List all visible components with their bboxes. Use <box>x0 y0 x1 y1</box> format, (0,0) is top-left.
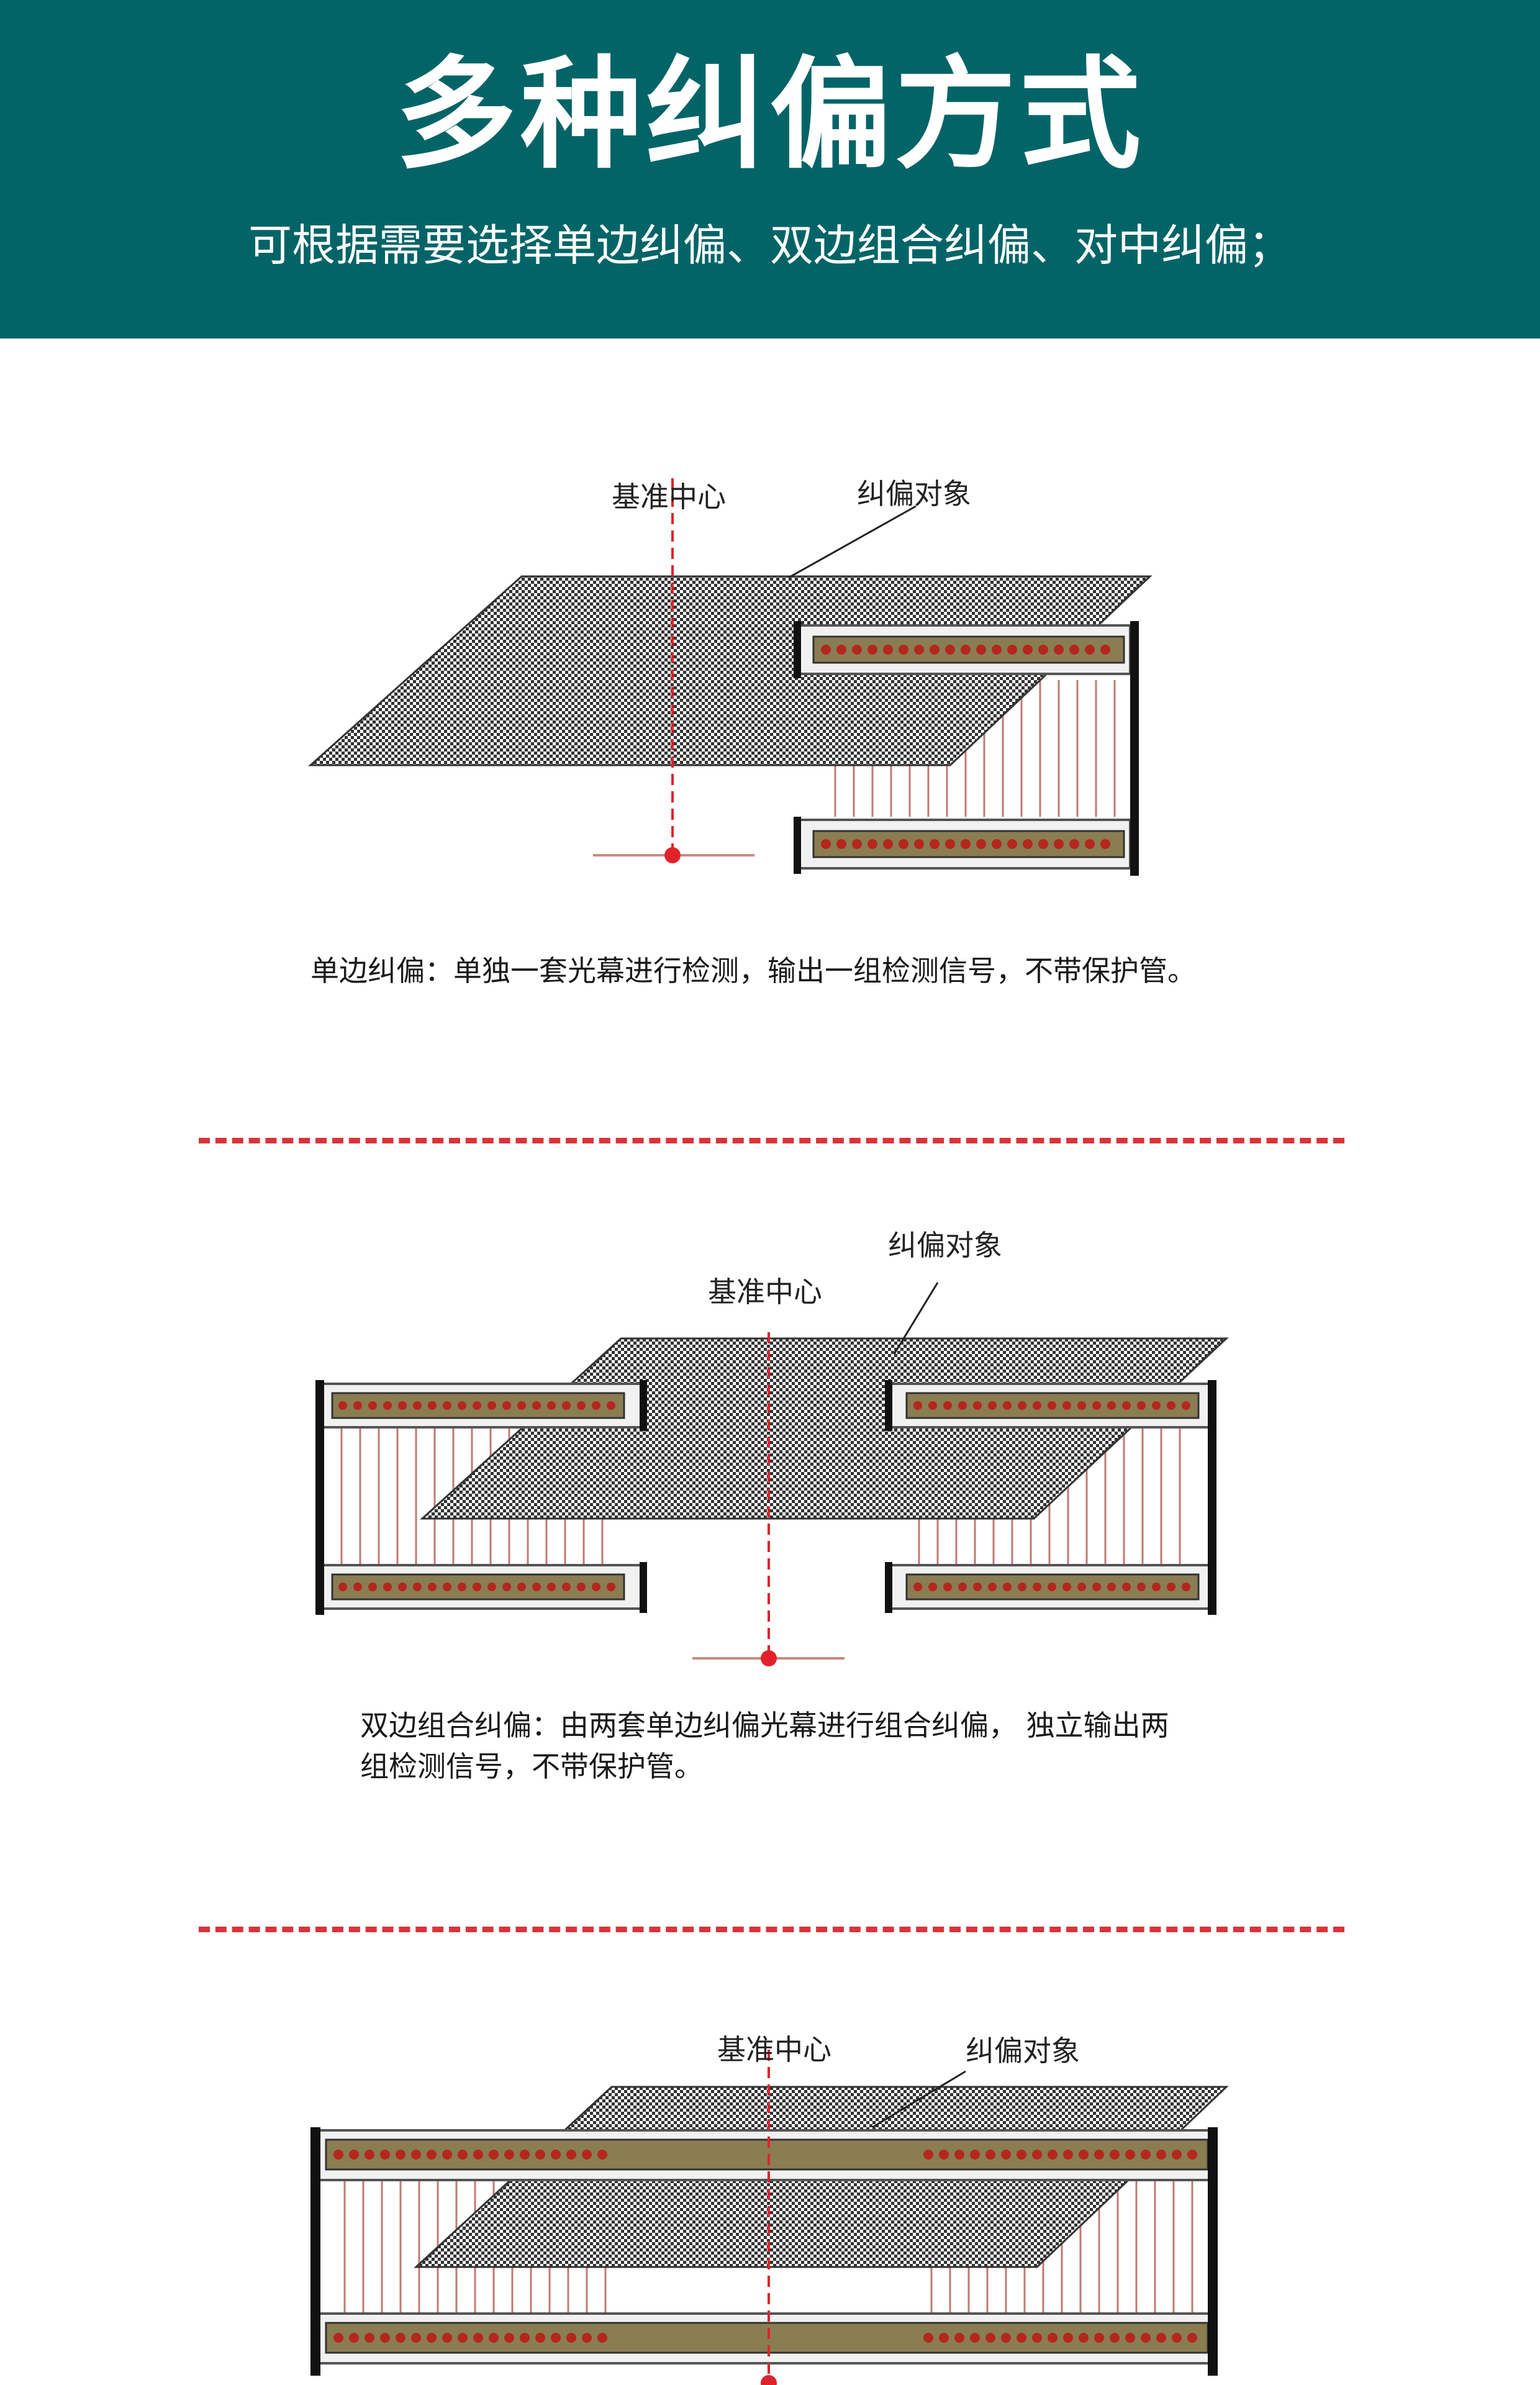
left-frame-post <box>310 2127 320 2376</box>
object-label: 纠偏对象 <box>857 477 971 511</box>
diagram-dual-edge: 基准中心 纠偏对象 双边组合纠偏：由两套单边纠偏光幕进行组合纠偏， 独立输出两组… <box>0 1217 1540 1814</box>
section-divider <box>199 1138 1344 1143</box>
center-label: 基准中心 <box>612 480 726 514</box>
center-illustration <box>310 2050 1229 2385</box>
object-leader-line <box>788 505 917 579</box>
object-leader-line <box>872 2070 966 2128</box>
left-frame-post <box>315 1380 324 1615</box>
led-row <box>338 1401 1190 1591</box>
page-subtitle: 可根据需要选择单边纠偏、双边组合纠偏、对中纠偏； <box>248 220 1292 271</box>
diagram-caption: 双边组合纠偏：由两套单边纠偏光幕进行组合纠偏， 独立输出两组检测信号，不带保护管… <box>360 1709 1169 1783</box>
frame-post <box>1130 621 1139 876</box>
header-banner: 多种纠偏方式 可根据需要选择单边纠偏、双边组合纠偏、对中纠偏； <box>0 0 1540 338</box>
object-label: 纠偏对象 <box>966 2034 1080 2068</box>
reference-center-dot <box>761 2375 777 2385</box>
diagram-caption: 单边纠偏：单独一套光幕进行检测，输出一组检测信号，不带保护管。 <box>310 954 1196 988</box>
reference-center-dot <box>761 1650 777 1666</box>
center-label: 基准中心 <box>717 2033 831 2066</box>
led-row <box>821 645 1110 849</box>
single-edge-illustration <box>308 478 1153 876</box>
center-label: 基准中心 <box>708 1275 822 1309</box>
led-row <box>333 2150 1197 2343</box>
object-label: 纠偏对象 <box>888 1229 1002 1262</box>
page-title: 多种纠偏方式 <box>396 44 1144 185</box>
right-frame-post <box>1208 2127 1218 2376</box>
bottom-receiver-bar <box>317 2312 1216 2365</box>
dual-edge-illustration <box>315 1282 1229 1666</box>
diagram-single-edge: 基准中心 纠偏对象 单边纠偏：单独一套光幕进行检测，输出一组检测信号，不带保护管… <box>0 435 1540 1025</box>
section-divider <box>199 1927 1344 1932</box>
deviation-object-fabric <box>308 575 1153 766</box>
right-frame-post <box>1208 1380 1216 1615</box>
diagram-center: 基准中心 纠偏对象 <box>0 2012 1540 2385</box>
reference-center-dot <box>664 847 681 863</box>
object-leader-line <box>893 1282 939 1355</box>
